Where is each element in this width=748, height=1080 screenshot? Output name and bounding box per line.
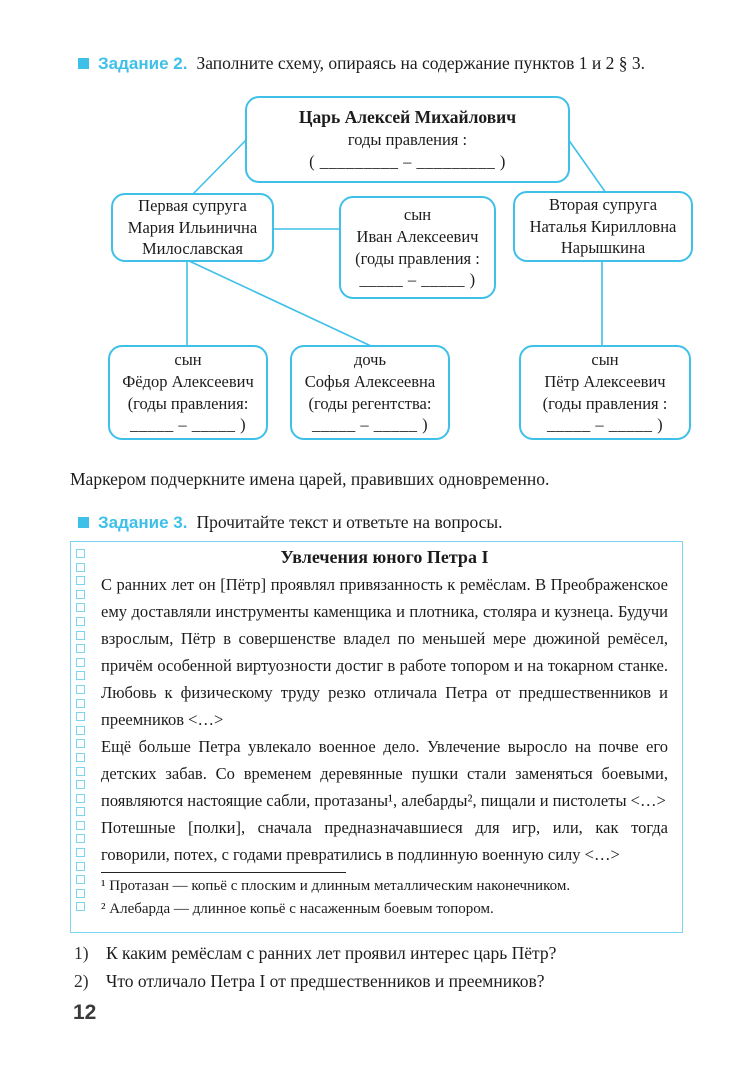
questions-list: 1) К каким ремёслам с ранних лет проявил… [74,939,556,995]
box-line: Мария Ильинична [127,217,258,237]
checkbox-square-icon [76,834,85,844]
fill-in-blank: ( _________ – _________ ) [309,152,506,172]
checkbox-square-icon [76,888,85,898]
box-line: Нарышкина [560,238,646,258]
checkbox-square-icon [76,780,85,790]
question-number: 2) [74,971,89,991]
checkbox-square-icon [76,875,85,885]
checkbox-square-icon [76,657,85,667]
box-line: (годы правления : [542,393,668,413]
checkbox-square-icon [76,766,85,776]
box-line: сын [591,349,619,369]
checkbox-square-icon [76,630,85,640]
diagram-box-son-fedor: сын Фёдор Алексеевич (годы правления: __… [108,345,268,440]
box-line: сын [174,349,202,369]
diagram-box-tsar-alexei: Царь Алексей Михайлович годы правления :… [245,96,570,183]
box-line: Фёдор Алексеевич [122,371,254,391]
box-line: Наталья Кирилловна [529,216,677,236]
checkbox-square-icon [76,725,85,735]
checkbox-square-icon [76,603,85,613]
diagram-box-first-wife: Первая супруга Мария Ильинична Милославс… [111,193,274,262]
task3-label: Задание 3. [98,513,188,532]
checkbox-square-icon [76,616,85,626]
task-bullet-icon [78,517,89,528]
reading-content: Увлечения юного Петра I С ранних лет он … [101,547,668,921]
checkbox-square-icon [76,793,85,803]
reading-passage-box: Увлечения юного Петра I С ранних лет он … [70,541,683,933]
diagram-box-daughter-sofia: дочь Софья Алексеевна (годы регентства: … [290,345,450,440]
box-line: Царь Алексей Михайлович [298,107,517,128]
reading-paragraph: Потешные [полки], сначала предназначавши… [101,818,668,864]
checkbox-square-icon [76,752,85,762]
checkbox-column [76,549,85,912]
question-item: 1) К каким ремёслам с ранних лет проявил… [74,939,556,967]
box-line: сын [403,204,432,224]
fill-in-blank: _____ – _____ ) [129,415,247,435]
page-number: 12 [73,1001,97,1024]
task3-instruction: Прочитайте текст и ответьте на вопросы. [196,512,503,532]
checkbox-square-icon [76,848,85,858]
footnote: ¹ Протазан — копьё с плоским и длинным м… [101,878,571,894]
fill-in-blank: _____ – _____ ) [359,270,476,290]
checkbox-square-icon [76,562,85,572]
task2-header: Задание 2. Заполните схему, опираясь на … [78,53,645,74]
checkbox-square-icon [76,644,85,654]
checkbox-square-icon [76,698,85,708]
checkbox-square-icon [76,807,85,817]
checkbox-square-icon [76,712,85,722]
footnote-divider [101,872,346,873]
diagram-box-son-ivan: сын Иван Алексеевич (годы правления : __… [339,196,496,299]
checkbox-square-icon [76,820,85,830]
marker-note: Маркером подчеркните имена царей, правив… [70,469,550,489]
checkbox-square-icon [76,902,85,912]
task3-header: Задание 3. Прочитайте текст и ответьте н… [78,512,503,533]
box-line: Первая супруга [138,195,247,215]
question-item: 2) Что отличало Петра I от предшественни… [74,967,556,995]
box-line: Милославская [142,239,243,259]
question-number: 1) [74,943,89,963]
reading-paragraph: С ранних лет он [Пётр] проявлял привязан… [101,575,668,729]
box-line: Пётр Алексеевич [544,371,666,391]
box-line: Вторая супруга [548,194,658,214]
task-bullet-icon [78,58,89,69]
diagram-box-son-pyotr: сын Пётр Алексеевич (годы правления : __… [519,345,691,440]
question-text: К каким ремёслам с ранних лет проявил ин… [106,943,557,963]
checkbox-square-icon [76,549,85,558]
question-text: Что отличало Петра I от предшественников… [106,971,545,991]
box-line: дочь [353,349,387,369]
task2-instruction: Заполните схему, опираясь на содержание … [196,53,645,73]
checkbox-square-icon [76,739,85,749]
box-line: годы правления : [347,130,468,150]
task2-label: Задание 2. [98,54,188,73]
checkbox-square-icon [76,684,85,694]
box-line: (годы правления: [127,393,249,413]
footnote: ² Алебарда — длинное копьё с насаженным … [101,901,494,917]
box-line: (годы регентства: [308,393,432,413]
fill-in-blank: _____ – _____ ) [546,415,664,435]
box-line: Софья Алексеевна [304,371,436,391]
checkbox-square-icon [76,861,85,871]
reading-title: Увлечения юного Петра I [280,547,489,567]
box-line: Иван Алексеевич [356,226,479,246]
checkbox-square-icon [76,589,85,599]
reading-paragraph: Ещё больше Петра увлекало военное дело. … [101,737,668,810]
box-line: (годы правления : [355,248,480,268]
checkbox-square-icon [76,671,85,681]
checkbox-square-icon [76,576,85,586]
fill-in-blank: _____ – _____ ) [311,415,429,435]
diagram-box-second-wife: Вторая супруга Наталья Кирилловна Нарышк… [513,191,693,262]
diagram-connectors [186,138,607,347]
